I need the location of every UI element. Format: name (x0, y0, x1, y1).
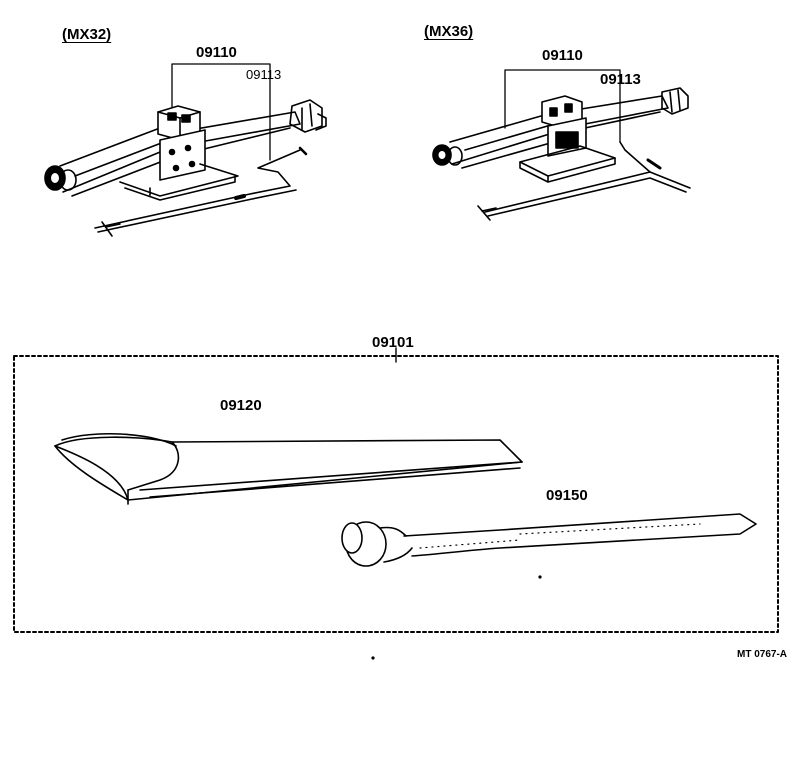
part-number-09101: 09101 (372, 334, 414, 351)
leader-09110-left (171, 63, 271, 161)
part-number-09110-right: 09110 (542, 47, 583, 64)
part-number-09113-right: 09113 (600, 71, 641, 88)
tool-kit-box (13, 347, 779, 633)
drawing-code: MT 0767-A (737, 649, 788, 660)
leader-09110-right (504, 69, 621, 143)
lug-wrench (341, 513, 757, 567)
part-number-09110-left: 09110 (196, 44, 237, 61)
part-number-09150: 09150 (546, 487, 588, 504)
tool-bag (54, 433, 523, 505)
part-number-09113-left: 09113 (246, 67, 282, 82)
part-number-09120: 09120 (220, 397, 262, 414)
variant-label-mx32: (MX32) (62, 26, 112, 43)
variant-label-mx36: (MX36) (424, 23, 474, 40)
scissor-jack-mx32 (44, 63, 327, 237)
scissor-jack-mx36 (432, 69, 691, 221)
